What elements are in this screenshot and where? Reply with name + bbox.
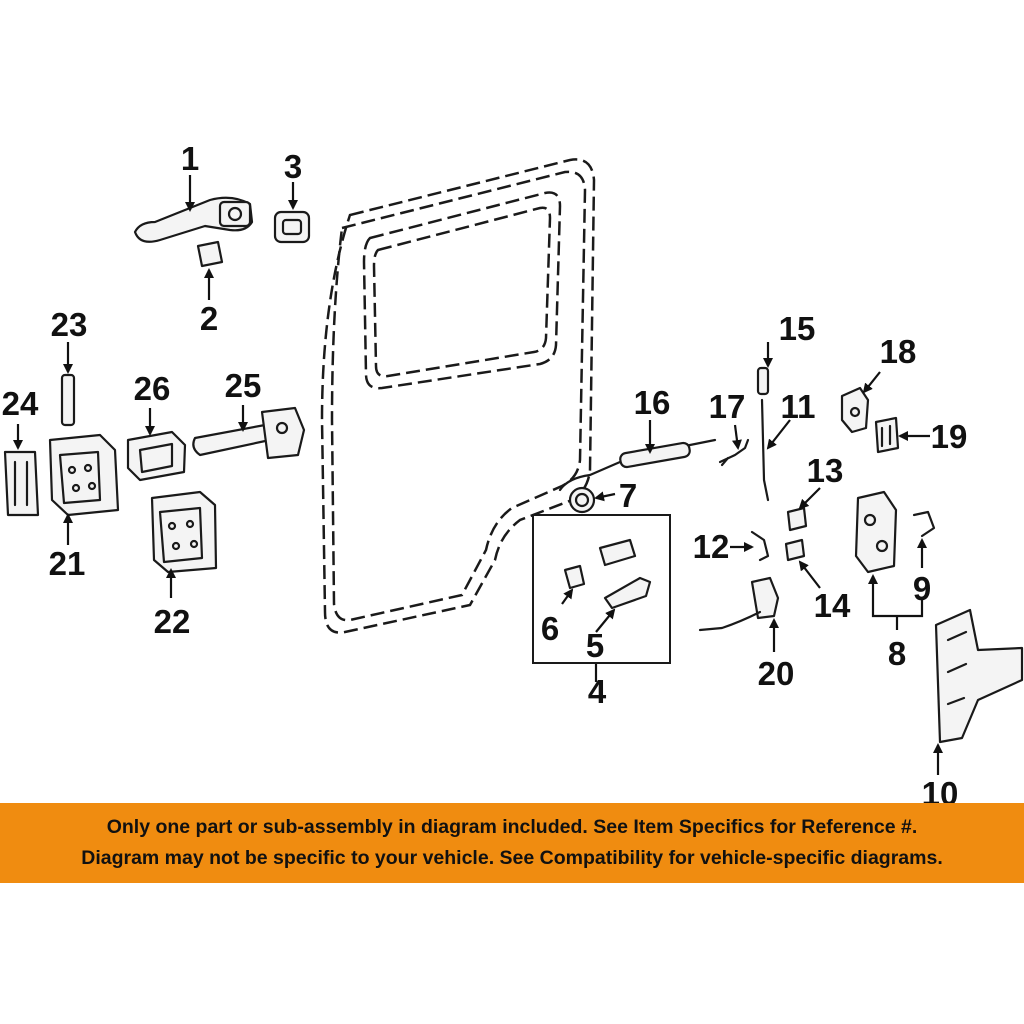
upper-hinge (48, 433, 120, 517)
lower-bracket (934, 608, 1024, 744)
callout-7: 7 (619, 477, 637, 514)
lock-cable (558, 438, 717, 492)
callout-26: 26 (134, 370, 171, 407)
callout-15: 15 (779, 310, 816, 347)
callout-23: 23 (51, 306, 88, 343)
callout-4: 4 (588, 673, 607, 710)
cable-grommet (568, 486, 596, 514)
callout-14: 14 (814, 587, 851, 624)
latch-clip (912, 510, 936, 538)
callout-22: 22 (154, 603, 191, 640)
callout-12: 12 (693, 528, 730, 565)
callout-labels: 1 2 3 4 5 6 7 8 9 10 11 12 13 14 15 16 1… (2, 140, 968, 812)
door-check (192, 406, 306, 460)
rod-clip-lower (750, 530, 770, 562)
door-bumper (126, 430, 187, 482)
callout-6: 6 (541, 610, 559, 647)
callout-1: 1 (181, 140, 199, 177)
callout-16: 16 (634, 384, 671, 421)
callout-13: 13 (807, 452, 844, 489)
inside-handle-kit (532, 514, 671, 664)
outside-handle (133, 196, 254, 243)
callout-5: 5 (586, 627, 604, 664)
callout-17: 17 (709, 388, 746, 425)
callout-21: 21 (49, 545, 86, 582)
handle-pad (196, 240, 224, 268)
lower-hinge (150, 490, 218, 574)
callout-24: 24 (2, 385, 39, 422)
lock-rod (760, 398, 770, 502)
leader-lines (13, 175, 943, 775)
callout-25: 25 (225, 367, 262, 404)
callout-18: 18 (880, 333, 917, 370)
callout-3: 3 (284, 148, 302, 185)
lock-knob (756, 366, 770, 396)
disclaimer-banner: Only one part or sub-assembly in diagram… (0, 803, 1024, 883)
hinge-shim (3, 450, 40, 517)
disclaimer-line-2: Diagram may not be specific to your vehi… (81, 847, 943, 869)
callout-8: 8 (888, 635, 906, 672)
rod-retainer-clip (786, 506, 808, 532)
upper-striker (840, 386, 870, 434)
door-latch (854, 490, 898, 574)
disclaimer-line-1: Only one part or sub-assembly in diagram… (106, 816, 918, 838)
lock-actuator (698, 576, 780, 632)
rod-retainer (784, 538, 806, 562)
callout-19: 19 (931, 418, 968, 455)
hinge-pin (60, 373, 76, 427)
rod-clip (718, 438, 750, 467)
handle-bezel (273, 210, 311, 244)
callout-11: 11 (781, 388, 816, 425)
striker-bumper (874, 416, 900, 454)
sliding-door (320, 158, 596, 634)
callout-2: 2 (200, 300, 218, 337)
callout-9: 9 (913, 570, 931, 607)
callout-20: 20 (758, 655, 795, 692)
